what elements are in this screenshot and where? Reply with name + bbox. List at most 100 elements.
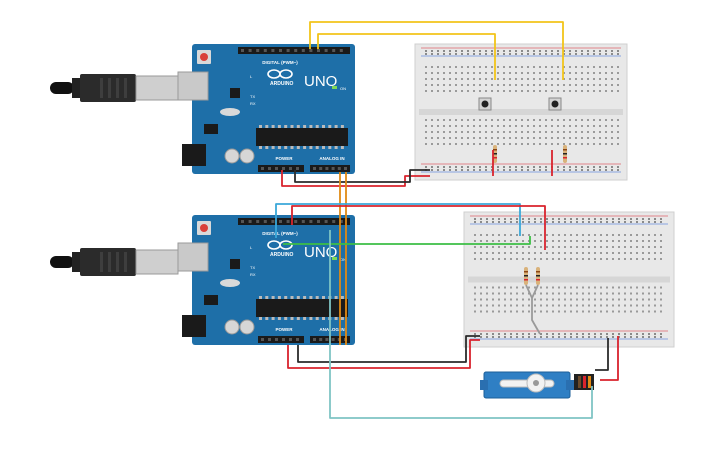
wire-red[interactable] — [291, 205, 546, 250]
terminal-hole — [485, 90, 487, 92]
chip-pin — [315, 296, 319, 299]
wire-black[interactable] — [297, 335, 480, 363]
usb-grip — [124, 252, 127, 272]
servo-motor[interactable] — [480, 371, 594, 399]
terminal-hole — [437, 137, 439, 139]
rail-hole — [480, 333, 482, 335]
rail-hole — [443, 53, 445, 55]
microcontroller-chip — [256, 128, 348, 146]
terminal-hole — [522, 286, 524, 289]
chip-pin — [303, 125, 307, 128]
breadboard-top[interactable] — [414, 43, 628, 181]
terminal-hole — [474, 240, 476, 242]
header-pin — [331, 338, 335, 341]
terminal-hole — [570, 234, 572, 236]
rail-hole — [528, 221, 530, 223]
terminal-hole — [617, 119, 619, 121]
terminal-hole — [600, 292, 602, 295]
terminal-hole — [461, 125, 463, 127]
terminal-hole — [503, 66, 505, 68]
rail-hole — [474, 221, 476, 223]
chip-pin — [322, 125, 325, 128]
terminal-hole — [552, 258, 554, 260]
wire-red[interactable] — [600, 336, 619, 381]
terminal-hole — [594, 304, 596, 307]
on-label: ON — [340, 257, 346, 262]
terminal-hole — [612, 258, 614, 260]
terminal-hole — [575, 119, 577, 121]
terminal-hole — [503, 84, 505, 86]
terminal-hole — [461, 66, 463, 68]
rail-hole — [575, 166, 577, 168]
terminal-hole — [594, 298, 596, 301]
rail-hole — [575, 50, 577, 52]
terminal-hole — [557, 131, 559, 133]
rail-hole — [492, 333, 494, 335]
rail-hole — [606, 336, 608, 338]
terminal-hole — [480, 258, 482, 260]
resistor-band — [524, 275, 528, 277]
rail-hole — [534, 218, 536, 220]
rail-hole — [630, 221, 632, 223]
rail-hole — [437, 166, 439, 168]
terminal-hole — [594, 258, 596, 260]
wire-black[interactable] — [294, 169, 430, 183]
terminal-hole — [480, 246, 482, 248]
terminal-hole — [431, 119, 433, 121]
wire-lead[interactable] — [525, 284, 541, 335]
rail-hole — [594, 221, 596, 223]
chip-pin — [265, 125, 269, 128]
terminal-hole — [588, 310, 590, 313]
rail-hole — [528, 333, 530, 335]
terminal-hole — [534, 240, 536, 242]
wire-green[interactable] — [283, 236, 531, 245]
terminal-hole — [516, 286, 518, 289]
rail-hole — [485, 53, 487, 55]
header-pin — [261, 167, 264, 170]
terminal-hole — [473, 90, 475, 92]
terminal-hole — [624, 234, 626, 236]
wire-teal[interactable] — [329, 230, 593, 419]
terminal-hole — [576, 240, 578, 242]
terminal-hole — [539, 66, 541, 68]
rail-hole — [492, 221, 494, 223]
rail-hole — [594, 218, 596, 220]
wire-yellow[interactable] — [317, 33, 496, 80]
terminal-hole — [473, 72, 475, 74]
rail-hole — [522, 333, 524, 335]
chip-pin — [259, 146, 262, 149]
terminal-hole — [618, 246, 620, 248]
wire-blue[interactable] — [275, 203, 521, 238]
terminal-hole — [654, 240, 656, 242]
terminal-hole — [515, 131, 517, 133]
rail-hole — [437, 169, 439, 171]
rail-hole — [509, 50, 511, 52]
wire-red[interactable] — [281, 170, 430, 187]
terminal-hole — [558, 234, 560, 236]
terminal-hole — [527, 137, 529, 139]
terminal-hole — [587, 90, 589, 92]
wire-black[interactable] — [595, 338, 609, 371]
terminal-hole — [467, 137, 469, 139]
terminal-hole — [611, 72, 613, 74]
rail-hole — [564, 218, 566, 220]
terminal-hole — [570, 252, 572, 254]
rail-hole — [504, 221, 506, 223]
terminal-hole — [431, 84, 433, 86]
power-label: POWER — [275, 156, 293, 161]
wire-lead[interactable] — [531, 284, 539, 299]
rail-hole — [510, 218, 512, 220]
rail-hole — [570, 218, 572, 220]
terminal-hole — [461, 78, 463, 80]
header-pin — [317, 49, 320, 52]
rail-hole — [648, 218, 650, 220]
wire-yellow[interactable] — [309, 21, 564, 80]
rail-hole — [557, 53, 559, 55]
breadboard-bottom[interactable] — [463, 211, 675, 348]
wire-red[interactable] — [287, 339, 480, 369]
terminal-hole — [521, 66, 523, 68]
rail-hole — [486, 218, 488, 220]
